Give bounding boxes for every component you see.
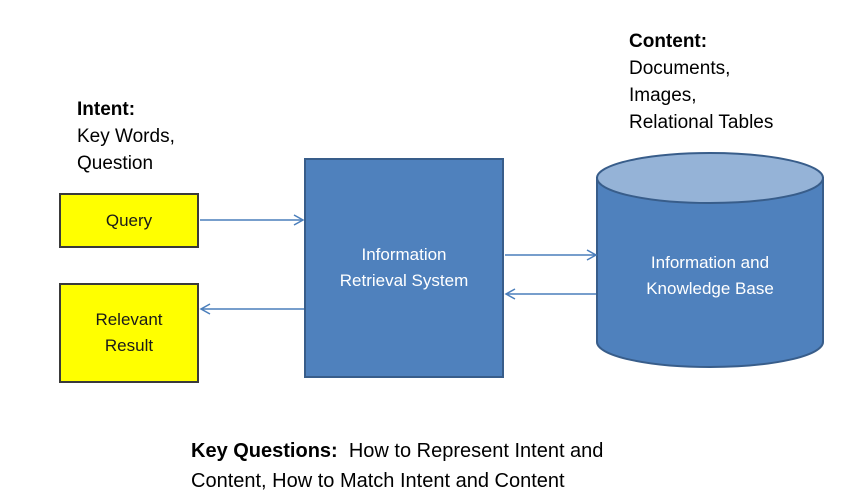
intent-label-block: Intent: Key Words, Question <box>77 96 175 177</box>
relevant-result-line: Relevant <box>95 310 163 329</box>
content-line: Images, <box>629 85 697 106</box>
key-questions-line2: Content, How to Match Intent and Content <box>191 470 565 492</box>
content-line: Documents, <box>629 58 731 79</box>
content-label-block: Content: Documents, Images, Relational T… <box>629 28 773 136</box>
intent-heading: Intent: <box>77 99 136 120</box>
irs-line: Information <box>361 245 447 264</box>
content-line: Relational Tables <box>629 112 774 133</box>
key-questions-heading: Key Questions: <box>191 440 338 462</box>
key-questions-block: Key Questions: How to Represent Intent a… <box>191 436 811 496</box>
relevant-result-line: Result <box>104 336 154 355</box>
intent-line: Question <box>77 153 154 174</box>
key-questions-line1: How to Represent Intent and <box>348 440 604 462</box>
cylinder-body <box>596 177 824 368</box>
query-box: Query <box>59 193 199 248</box>
irs-line: Retrieval System <box>339 271 469 290</box>
relevant-result-box: Relevant Result <box>59 283 199 383</box>
cylinder-top <box>596 152 824 204</box>
kb-line: Information and <box>650 253 770 272</box>
query-label: Query <box>105 210 153 230</box>
information-retrieval-system-box: Information Retrieval System <box>304 158 504 378</box>
intent-line: Key Words, <box>77 126 175 147</box>
content-heading: Content: <box>629 31 708 52</box>
kb-line: Knowledge Base <box>646 279 774 298</box>
knowledge-base-cylinder <box>596 152 824 368</box>
knowledge-base-label: Information and Knowledge Base <box>597 250 823 302</box>
